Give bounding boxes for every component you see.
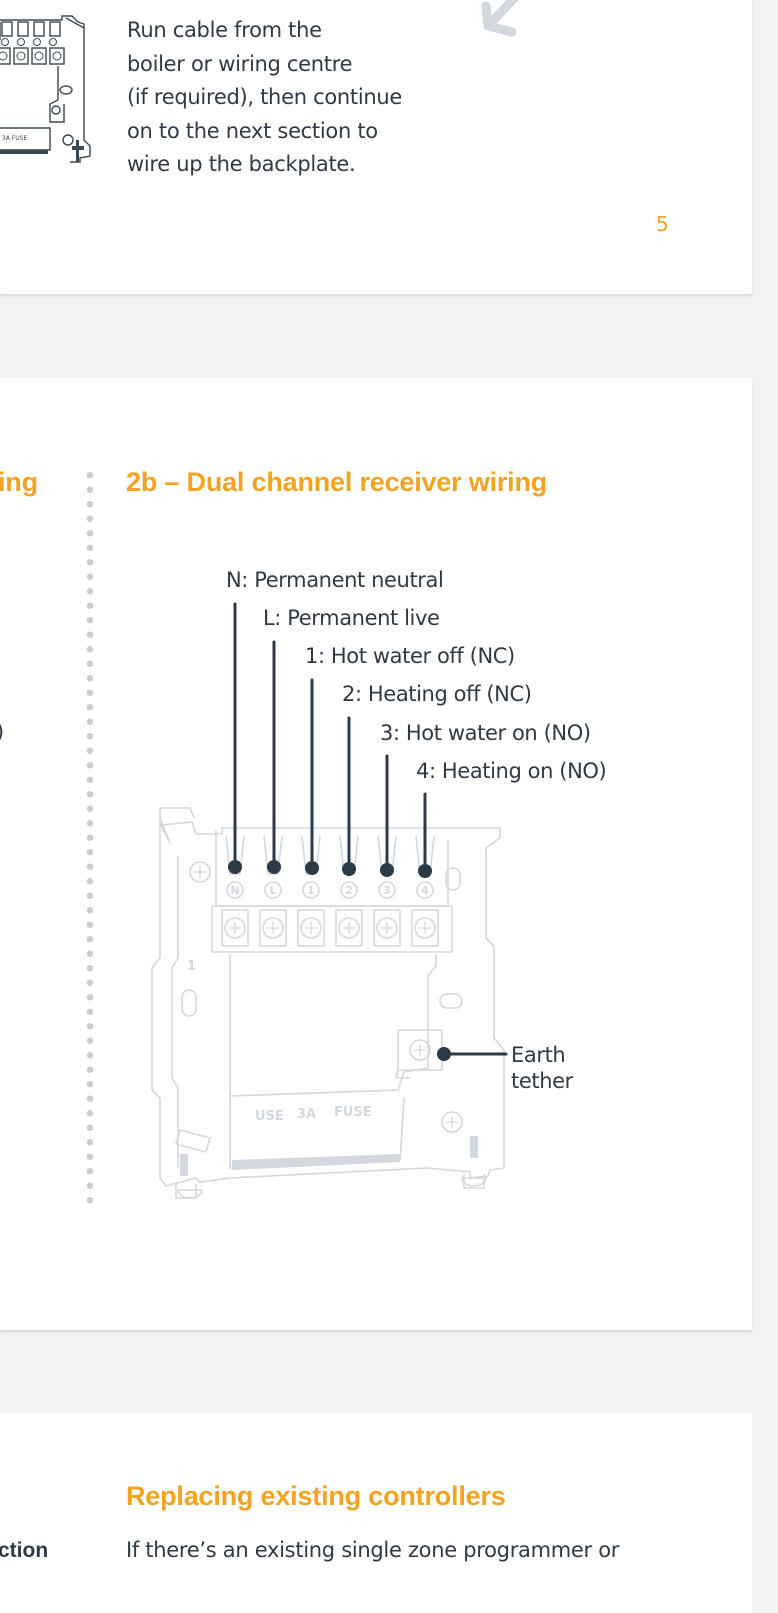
terminal-dot-3: [380, 863, 394, 877]
instruction-line: boiler or wiring centre: [127, 51, 353, 76]
backplate-wiring-diagram: N L 1 2 3 4 1 USE 3A FUSE: [151, 602, 508, 1199]
terminal-mark-4: 4: [421, 884, 429, 897]
instruction-line: wire up the backplate.: [127, 152, 356, 176]
column-divider: [86, 468, 94, 1208]
fuse-text-fuse: FUSE: [334, 1105, 372, 1120]
wire-label-live: L: Permanent live: [263, 606, 440, 630]
previous-column-text-fragment: ): [0, 720, 4, 744]
wire-label-terminal-3: 3: Hot water on (NO): [380, 721, 591, 745]
previous-column-heading-fragment: ing: [0, 467, 38, 497]
earth-label-line: Earth: [511, 1043, 566, 1067]
wire-label-terminal-4: 4: Heating on (NO): [416, 759, 607, 783]
manual-page-5: 3A FUSE Run cable from the boiler or wir…: [0, 0, 752, 294]
terminal-dot-1: [305, 861, 319, 875]
replacing-body-text: If there’s an existing single zone progr…: [126, 1538, 620, 1562]
terminal-mark-1: 1: [307, 884, 315, 897]
terminal-mark-n: N: [230, 884, 239, 897]
manual-page-replacing: Replacing existing controllers ction If …: [0, 1413, 752, 1613]
page-number: 5: [656, 212, 669, 236]
section-heading-replacing: Replacing existing controllers: [126, 1481, 506, 1511]
earth-dot: [437, 1047, 451, 1061]
wire-label-terminal-2: 2: Heating off (NC): [342, 682, 532, 706]
manual-page-wiring: ing ) 2b – Dual channel receiver wiring …: [0, 378, 752, 1330]
terminal-mark-2: 2: [345, 884, 353, 897]
terminal-dot-4: [418, 864, 432, 878]
arrow-icon: [481, 0, 519, 37]
earth-tether-label: Earth tether: [511, 1042, 573, 1094]
earth-label-line: tether: [511, 1069, 573, 1093]
instruction-line: (if required), then continue: [127, 85, 402, 109]
backplate-thumbnail-diagram: 3A FUSE: [0, 15, 91, 163]
terminal-dot-neutral: [228, 860, 242, 874]
terminal-dot-2: [342, 862, 356, 876]
wire-label-terminal-1: 1: Hot water off (NC): [305, 644, 515, 668]
thumbnail-fuse-text: 3A FUSE: [2, 135, 27, 142]
fuse-text-use: USE: [255, 1109, 284, 1124]
instruction-text: Run cable from the boiler or wiring cent…: [127, 14, 402, 182]
wire-label-neutral: N: Permanent neutral: [226, 568, 444, 592]
fuse-text-3a: 3A: [297, 1107, 316, 1122]
instruction-line: Run cable from the: [127, 18, 322, 42]
previous-column-fragment: ction: [0, 1539, 49, 1562]
instruction-line: on to the next section to: [127, 118, 378, 143]
terminal-mark-3: 3: [383, 884, 391, 897]
section-heading: 2b – Dual channel receiver wiring: [126, 467, 548, 497]
terminal-mark-l: L: [269, 884, 276, 897]
terminal-dot-live: [267, 860, 281, 874]
backplate-side-number: 1: [187, 959, 196, 974]
